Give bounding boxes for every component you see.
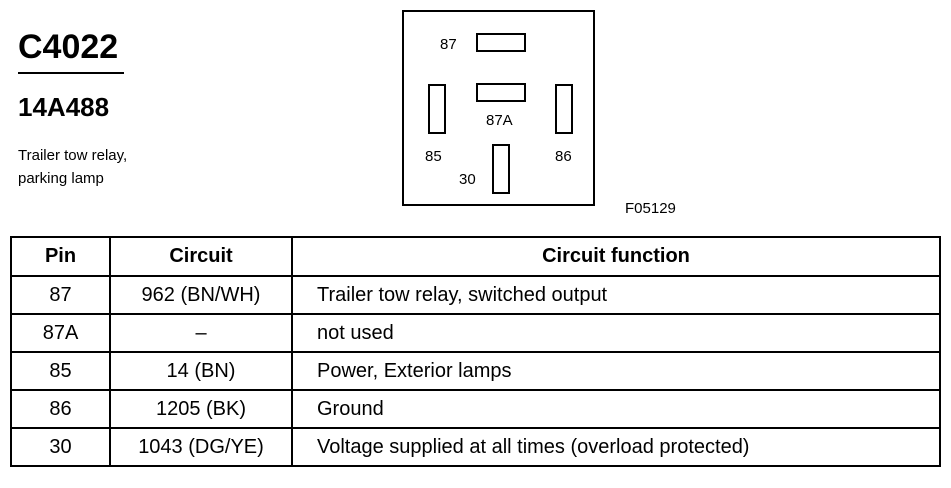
pin-table: Pin Circuit Circuit function 87 962 (BN/… xyxy=(10,236,941,467)
table-row: 87A – not used xyxy=(10,313,941,353)
terminal-86 xyxy=(555,84,573,134)
connector-id-underline xyxy=(18,72,124,74)
terminal-87 xyxy=(476,33,526,52)
cell-function: not used xyxy=(291,313,941,353)
table-row: 85 14 (BN) Power, Exterior lamps xyxy=(10,351,941,391)
figure-code: F05129 xyxy=(625,200,676,217)
terminal-label-86: 86 xyxy=(555,148,572,165)
part-number: 14A488 xyxy=(18,92,110,122)
cell-pin: 85 xyxy=(10,351,111,391)
description-line-2: parking lamp xyxy=(18,170,104,187)
terminal-87a xyxy=(476,83,526,102)
cell-circuit: 1043 (DG/YE) xyxy=(109,427,293,467)
cell-pin: 87 xyxy=(10,275,111,315)
terminal-label-87: 87 xyxy=(440,36,457,53)
terminal-label-87a: 87A xyxy=(486,112,513,129)
cell-pin: 87A xyxy=(10,313,111,353)
description-line-1: Trailer tow relay, xyxy=(18,147,128,164)
header-circuit-function: Circuit function xyxy=(291,236,941,277)
cell-pin: 86 xyxy=(10,389,111,429)
table-row: 87 962 (BN/WH) Trailer tow relay, switch… xyxy=(10,275,941,315)
terminal-label-30: 30 xyxy=(459,171,476,188)
cell-circuit: 962 (BN/WH) xyxy=(109,275,293,315)
header-circuit: Circuit xyxy=(109,236,293,277)
header-pin: Pin xyxy=(10,236,111,277)
cell-function: Ground xyxy=(291,389,941,429)
terminal-85 xyxy=(428,84,446,134)
relay-connector-diagram: 87 87A 85 86 30 xyxy=(402,10,595,206)
cell-circuit: 14 (BN) xyxy=(109,351,293,391)
cell-function: Trailer tow relay, switched output xyxy=(291,275,941,315)
table-header-row: Pin Circuit Circuit function xyxy=(10,236,941,277)
terminal-30 xyxy=(492,144,510,194)
table-row: 30 1043 (DG/YE) Voltage supplied at all … xyxy=(10,427,941,467)
terminal-label-85: 85 xyxy=(425,148,442,165)
cell-function: Power, Exterior lamps xyxy=(291,351,941,391)
cell-function: Voltage supplied at all times (overload … xyxy=(291,427,941,467)
cell-circuit: 1205 (BK) xyxy=(109,389,293,429)
table-row: 86 1205 (BK) Ground xyxy=(10,389,941,429)
connector-id: C4022 xyxy=(18,28,119,66)
cell-circuit: – xyxy=(109,313,293,353)
cell-pin: 30 xyxy=(10,427,111,467)
